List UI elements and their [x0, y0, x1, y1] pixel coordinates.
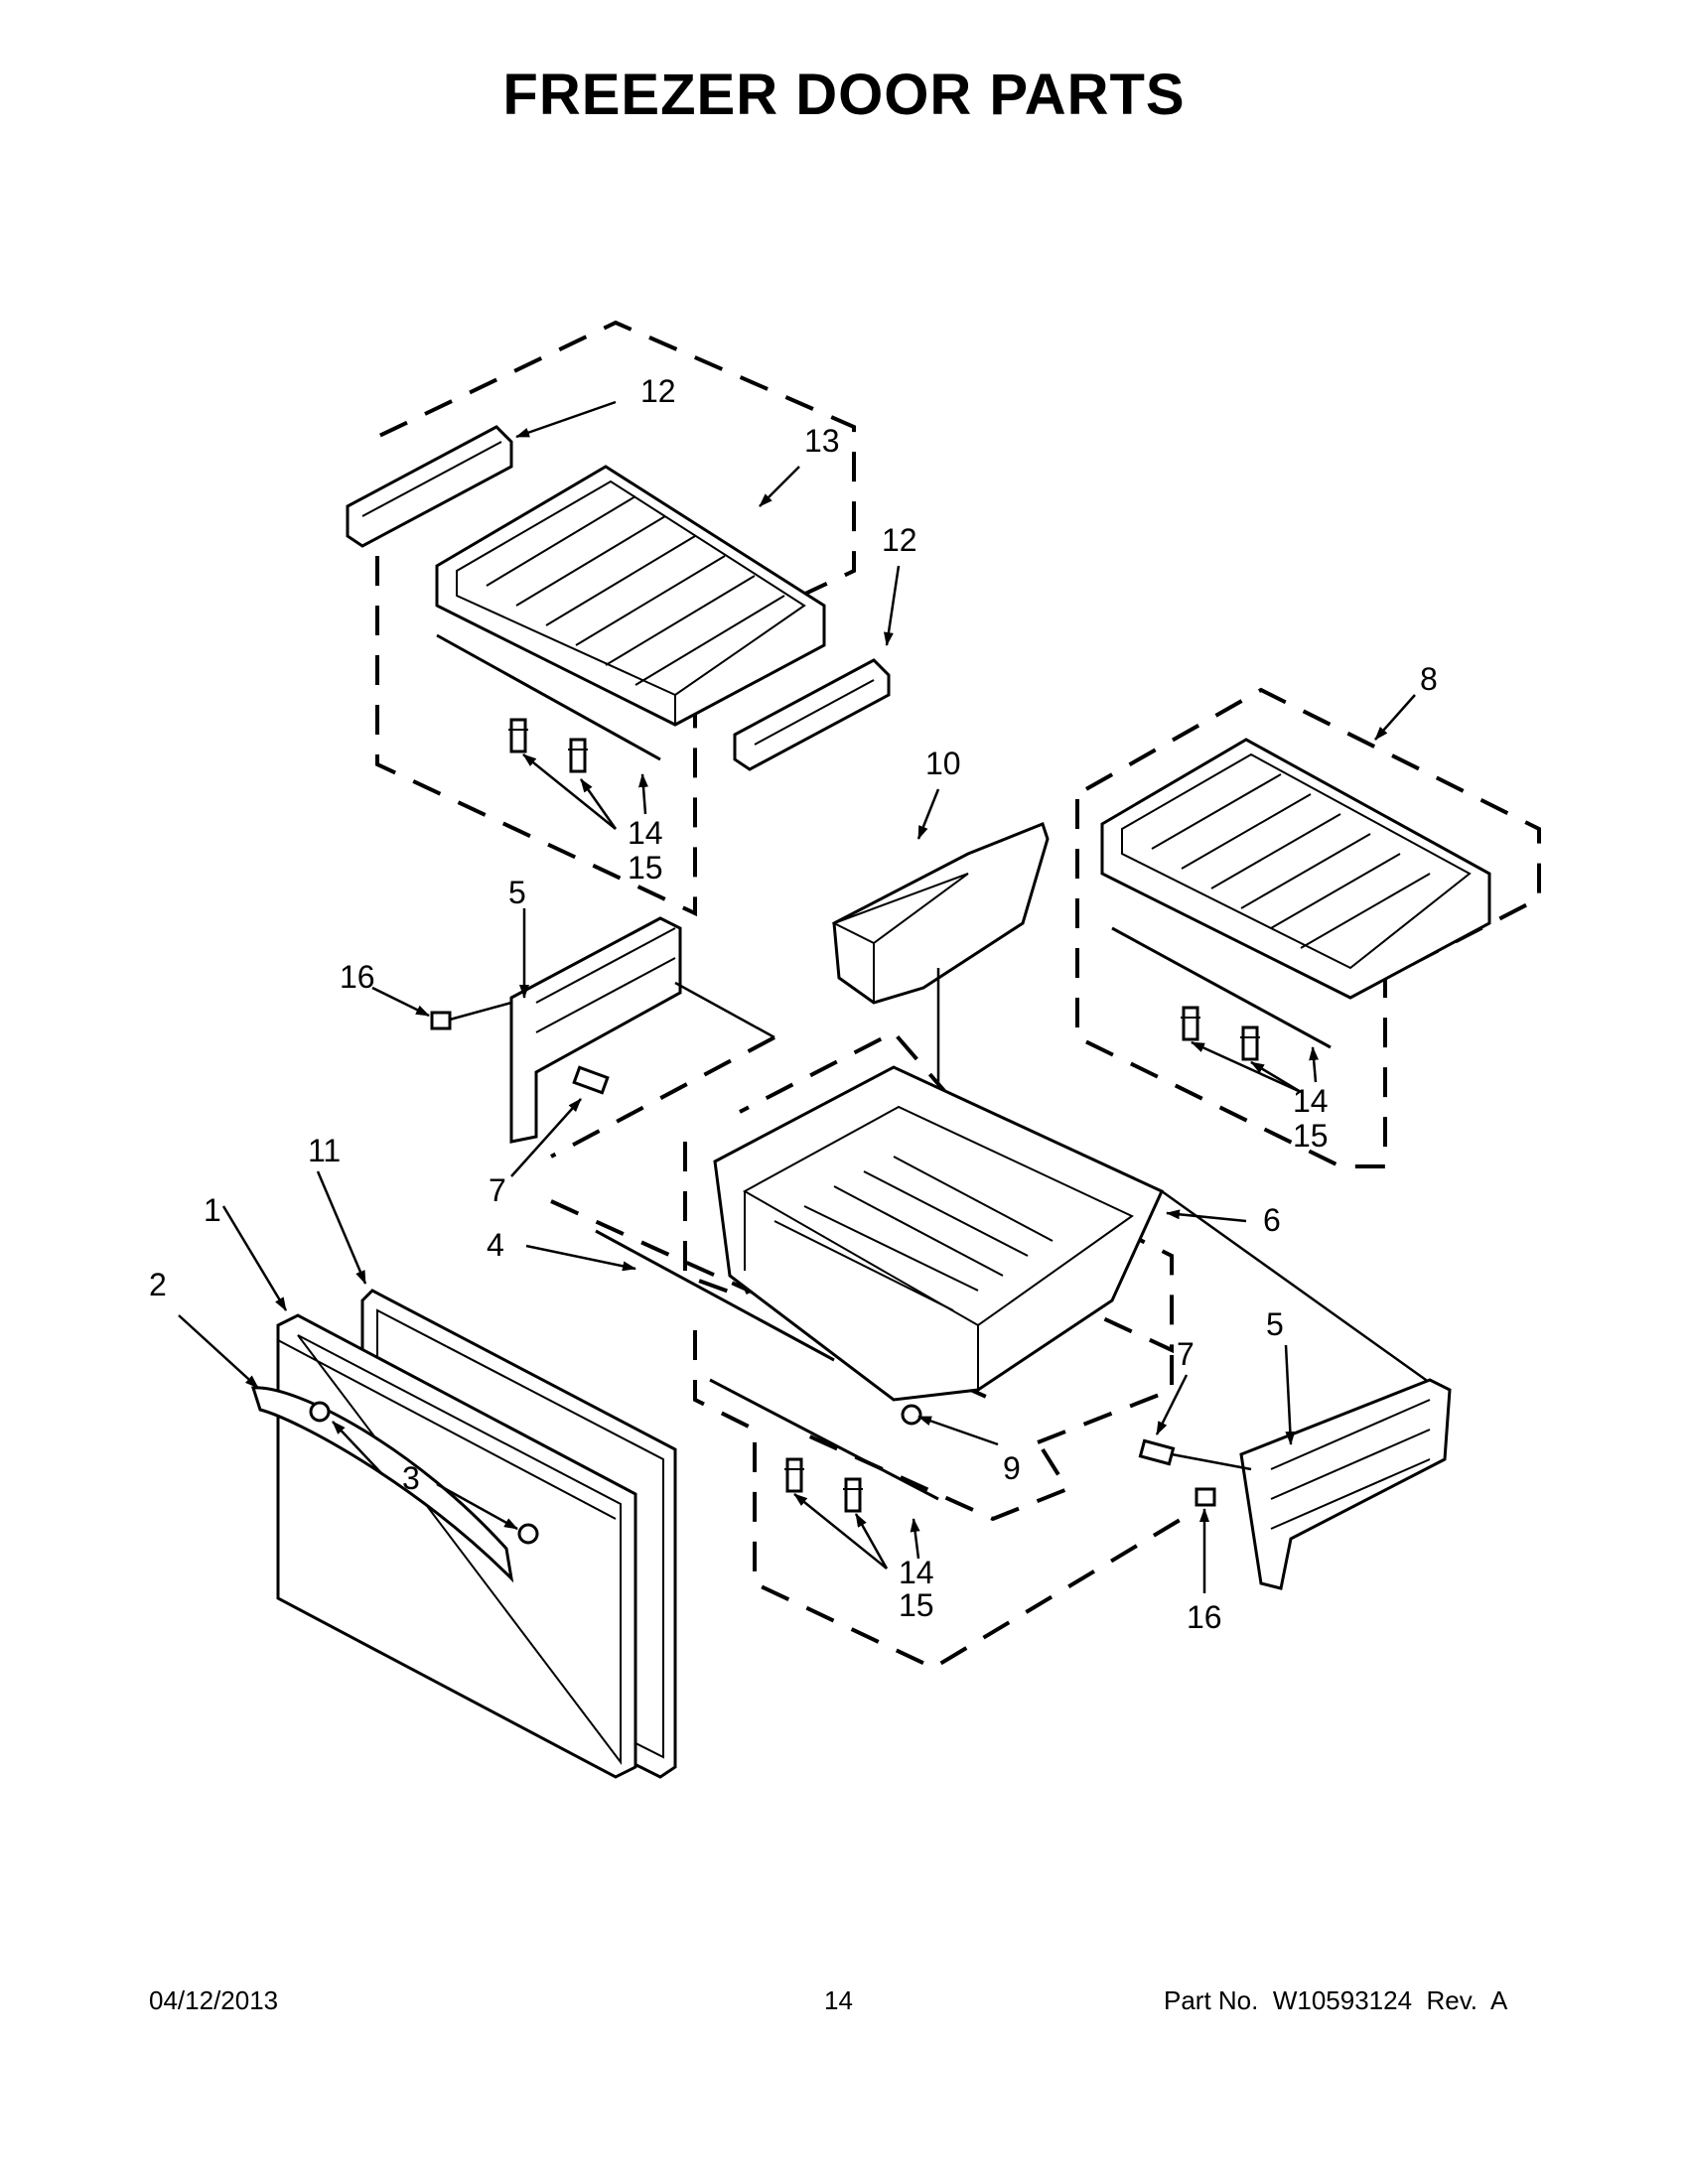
- leader-lines: [178, 400, 1416, 1593]
- callout-16: 16: [1187, 1599, 1222, 1635]
- callout-16: 16: [340, 959, 375, 995]
- callout-12: 12: [882, 522, 917, 558]
- callout-5: 5: [508, 875, 526, 910]
- footer-part-number: Part No. W10593124 Rev. A: [1164, 1985, 1508, 2015]
- callout-15: 15: [899, 1587, 934, 1623]
- freezer-bin: [713, 1065, 1164, 1402]
- callout-1: 1: [204, 1192, 221, 1228]
- callout-11: 11: [308, 1133, 341, 1168]
- callout-7: 7: [1177, 1336, 1195, 1372]
- lower-tray-group: [693, 1330, 1184, 1671]
- callout-14: 14: [1293, 1083, 1329, 1119]
- screw: [568, 738, 588, 773]
- footer-date: 04/12/2013: [149, 1985, 279, 2015]
- callout-7: 7: [489, 1172, 506, 1208]
- callout-3: 3: [402, 1460, 420, 1496]
- rod: [1111, 926, 1332, 1049]
- screw: [1240, 1025, 1260, 1061]
- handle-screw: [517, 1523, 539, 1545]
- page-title: FREEZER DOOR PARTS: [502, 63, 1186, 127]
- callout-4: 4: [487, 1227, 504, 1263]
- callout-8: 8: [1420, 661, 1438, 697]
- rod: [709, 1378, 939, 1501]
- bumper: [901, 1404, 922, 1426]
- right-basket: [1100, 738, 1491, 1000]
- right-slide-assembly: [1138, 1378, 1452, 1590]
- callout-14: 14: [628, 815, 663, 851]
- rod: [436, 633, 661, 761]
- rod-4: [595, 1229, 835, 1362]
- callout-13: 13: [804, 423, 840, 459]
- callout-9: 9: [1003, 1450, 1021, 1486]
- callout-15: 15: [628, 850, 663, 886]
- upper-basket-group: [346, 320, 891, 917]
- screw: [572, 1065, 610, 1095]
- clip: [430, 1011, 452, 1030]
- callout-14: 14: [899, 1555, 934, 1590]
- slide-rail-top-left: [346, 425, 513, 548]
- slide-rail-top-right: [733, 658, 891, 771]
- left-slide-assembly: [430, 916, 775, 1159]
- right-basket-group: [1075, 687, 1541, 1168]
- callout-6: 6: [1263, 1202, 1281, 1238]
- callout-12: 12: [640, 373, 676, 409]
- clip: [1195, 1487, 1216, 1507]
- screw: [843, 1477, 863, 1513]
- upper-basket: [435, 465, 826, 727]
- callout-2: 2: [149, 1267, 167, 1302]
- handle-screw: [309, 1401, 331, 1423]
- callouts: 12 13 12 8 10 14 15 5 16 14 15 11 7 1 6 …: [149, 373, 1438, 1635]
- screw: [508, 718, 528, 753]
- callout-15: 15: [1293, 1118, 1329, 1154]
- callout-10: 10: [925, 746, 961, 781]
- callout-5: 5: [1266, 1306, 1284, 1342]
- door-panel: [276, 1313, 637, 1779]
- freezer-bin-group: [550, 1029, 1441, 1446]
- footer-page-number: 14: [824, 1985, 853, 2015]
- screw: [1138, 1438, 1176, 1466]
- screw: [784, 1457, 804, 1493]
- screw: [1181, 1006, 1200, 1041]
